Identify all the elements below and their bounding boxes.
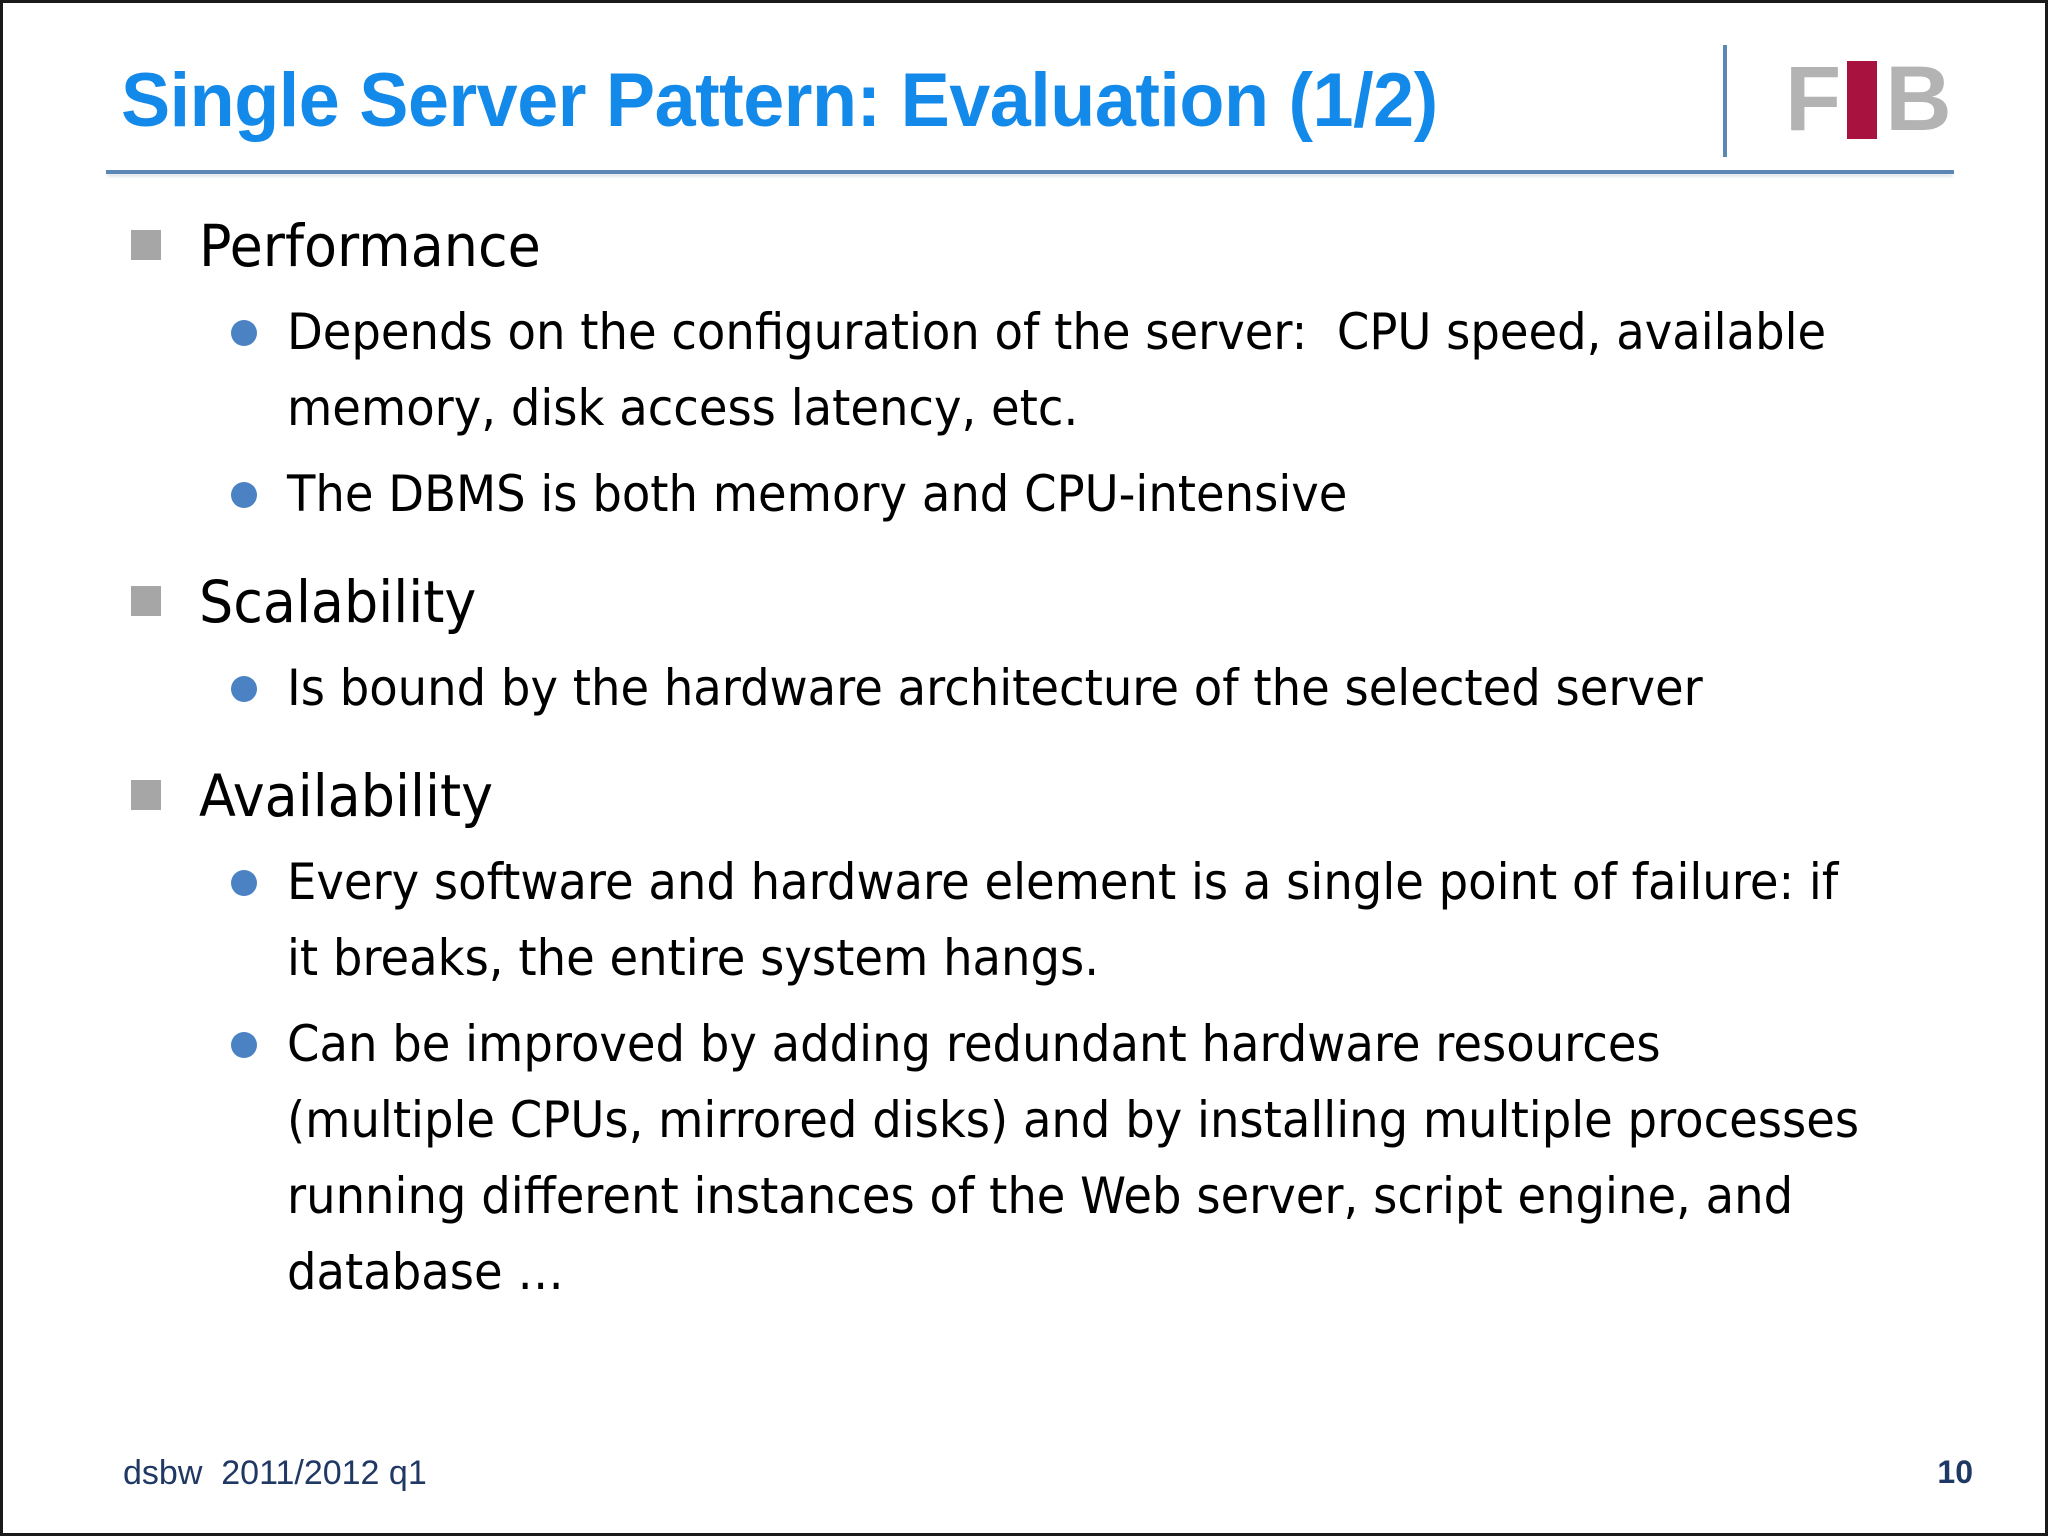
level1-item-performance: Performance [3, 208, 2045, 284]
level1-label: Performance [199, 212, 541, 280]
bullet-group-scalability: Scalability Is bound by the hardware arc… [3, 564, 2045, 726]
level1-label: Availability [199, 762, 494, 830]
slide-body: Performance Depends on the configuration… [3, 208, 2045, 1310]
circle-bullet-icon [231, 870, 257, 896]
level2-item: Can be improved by adding redundant hard… [3, 1006, 2045, 1310]
circle-bullet-icon [231, 320, 257, 346]
level2-label: Is bound by the hardware architecture of… [287, 659, 1703, 717]
level2-item: Every software and hardware element is a… [3, 844, 2045, 996]
level2-label: Depends on the configuration of the serv… [287, 303, 1841, 437]
bullet-group-availability: Availability Every software and hardware… [3, 758, 2045, 1310]
level2-label: Every software and hardware element is a… [287, 853, 1854, 987]
group-spacer [3, 726, 2045, 758]
level2-item: The DBMS is both memory and CPU-intensiv… [3, 456, 2045, 532]
footer-course-label: dsbw 2011/2012 q1 [123, 1454, 427, 1492]
page-title: Single Server Pattern: Evaluation (1/2) [121, 58, 1438, 143]
circle-bullet-icon [231, 676, 257, 702]
level2-label: The DBMS is both memory and CPU-intensiv… [287, 465, 1348, 523]
circle-bullet-icon [231, 1032, 257, 1058]
level2-item: Depends on the configuration of the serv… [3, 294, 2045, 446]
logo-letter-b: B [1885, 48, 1951, 150]
square-bullet-icon [131, 586, 161, 616]
fib-logo-block: F B [1723, 35, 1973, 157]
circle-bullet-icon [231, 482, 257, 508]
fib-logo: F B [1785, 48, 1952, 150]
logo-divider-line [1723, 45, 1727, 157]
bullet-group-performance: Performance Depends on the configuration… [3, 208, 2045, 532]
logo-letter-i-bar [1847, 61, 1878, 139]
level1-item-availability: Availability [3, 758, 2045, 834]
title-divider-rule [106, 170, 1954, 174]
group-spacer [3, 532, 2045, 564]
slide-header: Single Server Pattern: Evaluation (1/2) [3, 3, 2045, 178]
level2-label: Can be improved by adding redundant hard… [287, 1015, 1874, 1301]
logo-letter-f: F [1785, 48, 1841, 150]
level1-item-scalability: Scalability [3, 564, 2045, 640]
level2-item: Is bound by the hardware architecture of… [3, 650, 2045, 726]
square-bullet-icon [131, 780, 161, 810]
square-bullet-icon [131, 230, 161, 260]
level1-label: Scalability [199, 568, 477, 636]
slide-page-number: 10 [1937, 1454, 1973, 1490]
